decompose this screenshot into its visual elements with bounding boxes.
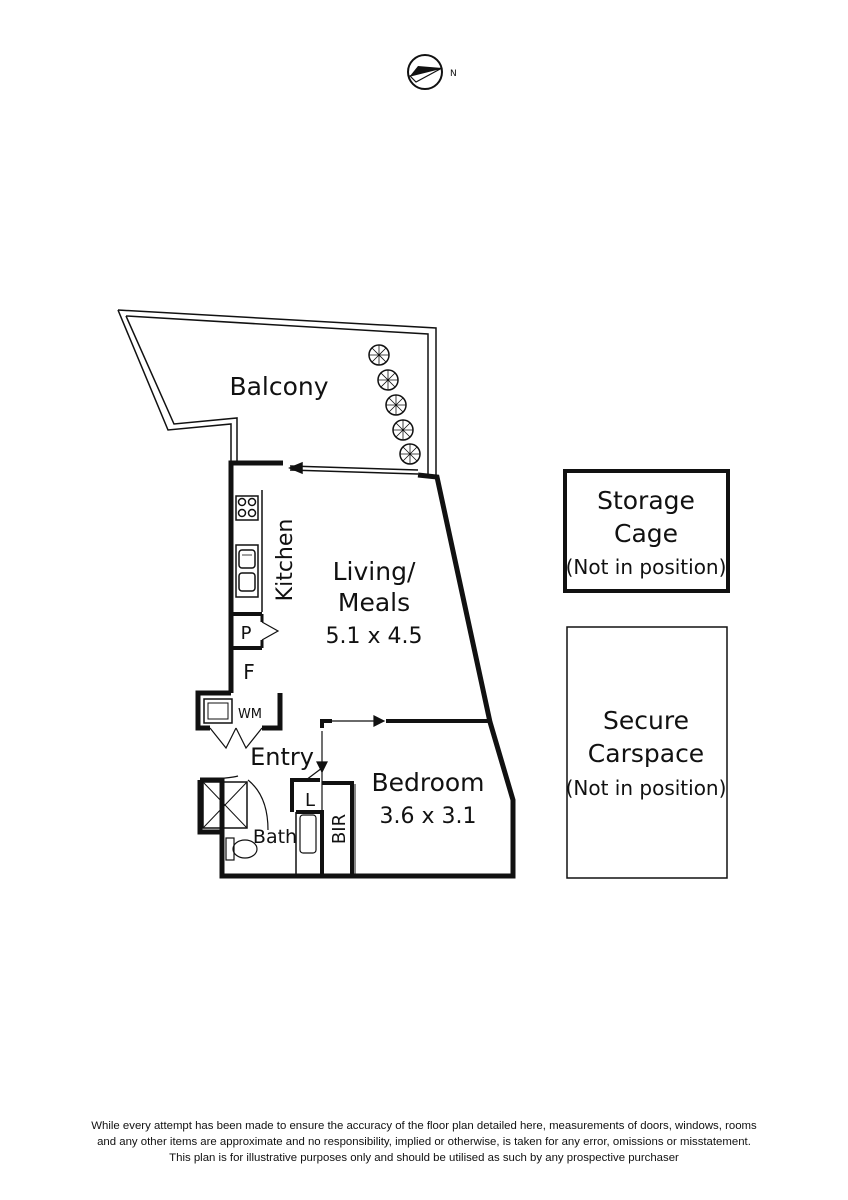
bedroom-dimensions: 3.6 x 3.1 <box>380 804 477 829</box>
compass-north-label: N <box>450 69 457 79</box>
bathroom <box>202 779 317 876</box>
sliding-door-bedroom <box>316 715 386 774</box>
storage-cage-label-line1: Storage <box>597 486 695 515</box>
balcony-outline <box>117 309 437 478</box>
storage-cage-label-line2: Cage <box>614 519 678 548</box>
carspace-label-line2: Carspace <box>588 739 704 768</box>
cooktop-icon <box>235 495 259 521</box>
bir-label: BIR <box>329 814 350 844</box>
planter-icon <box>385 394 407 416</box>
carspace-outline <box>566 626 728 879</box>
disclaimer: While every attempt has been made to ens… <box>40 1118 808 1166</box>
bedroom-walls <box>320 719 490 876</box>
compass-needle-half-icon <box>408 67 443 83</box>
entry-label: Entry <box>250 743 314 771</box>
pantry-label: P <box>241 623 252 644</box>
planter-icon <box>368 344 390 366</box>
balcony-planters <box>368 344 421 465</box>
sliding-door-balcony <box>288 461 419 475</box>
disclaimer-line-1: While every attempt has been made to ens… <box>91 1120 757 1132</box>
living-label-line2: Meals <box>338 588 410 617</box>
carspace-label-line1: Secure <box>603 706 689 735</box>
laundry-tub-icon <box>203 698 233 724</box>
compass-ring <box>407 54 443 90</box>
toilet-icon <box>232 839 258 859</box>
living-dimensions: 5.1 x 4.5 <box>326 624 423 649</box>
disclaimer-line-2: and any other items are approximate and … <box>97 1136 751 1148</box>
bathroom-label: Bath <box>253 826 297 848</box>
living-label-line1: Living/ <box>333 557 416 586</box>
planter-icon <box>399 443 421 465</box>
vanity-icon <box>299 814 317 854</box>
entry-door <box>199 775 239 781</box>
sink-icon <box>235 544 259 598</box>
balcony-label: Balcony <box>229 372 328 401</box>
pantry <box>231 612 280 650</box>
linen-label: L <box>305 790 315 811</box>
kitchen-label: Kitchen <box>273 519 298 602</box>
planter-icon <box>392 419 414 441</box>
toilet-cistern-icon <box>225 837 235 861</box>
laundry <box>203 698 263 750</box>
carspace-note: (Not in position) <box>566 776 727 800</box>
apartment-walls <box>195 460 516 879</box>
laundry-wm-label: WM <box>238 707 262 722</box>
compass: N <box>407 54 457 90</box>
storage-cage-outline <box>563 469 730 593</box>
shower-icon <box>202 781 248 829</box>
fridge-label: F <box>243 660 255 684</box>
planter-icon <box>377 369 399 391</box>
disclaimer-line-3: This plan is for illustrative purposes o… <box>169 1152 679 1164</box>
storage-cage-note: (Not in position) <box>566 555 727 579</box>
kitchen-bench <box>235 490 263 612</box>
bedroom-label: Bedroom <box>371 768 484 797</box>
